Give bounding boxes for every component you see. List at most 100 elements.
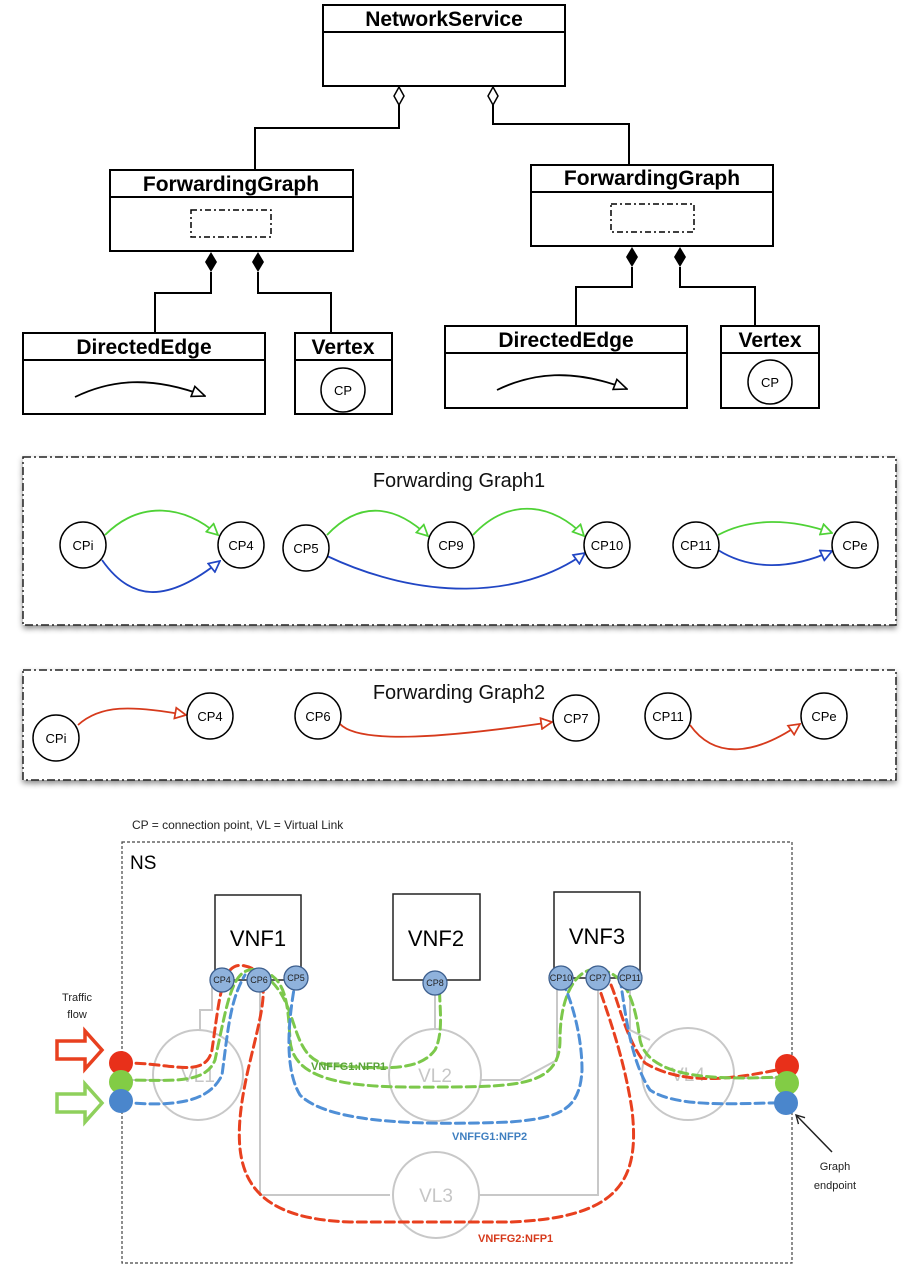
fg1-node-cp10 xyxy=(583,521,631,569)
composition-link-left-vertex xyxy=(252,252,332,333)
left-endpoint-blue xyxy=(109,1089,133,1113)
fg2-node-cp4 xyxy=(186,692,234,740)
fg1-node-cp5-label: CP5 xyxy=(293,541,318,556)
right-endpoint-red xyxy=(775,1054,799,1078)
vertex-class-right: Vertex CP xyxy=(720,325,820,409)
traffic-flow-arrow-green-icon xyxy=(55,1079,105,1127)
aggregation-link-left xyxy=(254,85,405,170)
cp10-node xyxy=(548,965,574,991)
fg2-node-cp4-label: CP4 xyxy=(197,709,222,724)
graph-endpoint-pointer-icon xyxy=(795,1113,833,1153)
directed-edge-title-right: DirectedEdge xyxy=(498,329,633,352)
ns-legend-caption: CP = connection point, VL = Virtual Link xyxy=(132,818,344,832)
cp5-node xyxy=(283,965,309,991)
composition-link-right-vertex xyxy=(674,247,756,326)
right-endpoint-blue xyxy=(774,1091,798,1115)
traffic-flow-arrow-red-icon xyxy=(55,1026,105,1074)
fg2-title: Forwarding Graph2 xyxy=(373,682,545,704)
fg1-node-cp10-label: CP10 xyxy=(591,538,624,553)
vertex-cp-label-right: CP xyxy=(761,375,779,390)
right-endpoint-green xyxy=(775,1071,799,1095)
fg1-node-cp5 xyxy=(282,524,330,572)
vnf1-label: VNF1 xyxy=(230,926,286,951)
cp8-node-label: CP8 xyxy=(426,978,444,988)
vl2-label: VL2 xyxy=(418,1066,452,1087)
vl3-label: VL3 xyxy=(419,1186,453,1207)
vl2-circle xyxy=(388,1028,482,1122)
vertex-cp-label-left: CP xyxy=(334,383,352,398)
cp8-node xyxy=(422,970,448,996)
fg1-node-cpi xyxy=(59,521,107,569)
left-endpoints xyxy=(109,1051,133,1113)
forwarding-graph-class-left: ForwardingGraph xyxy=(109,169,354,252)
vnf1-box xyxy=(214,894,302,981)
directed-edge-class-left: DirectedEdge xyxy=(22,332,266,415)
ns-diagram: CP = connection point, VL = Virtual Link… xyxy=(55,818,856,1264)
cp4-node-label: CP4 xyxy=(213,975,231,985)
vnf3-label: VNF3 xyxy=(569,924,625,949)
directed-edge-arrow-icon xyxy=(496,374,627,391)
forwarding-graph-2-panel: Forwarding Graph2 CPi CP4 CP6 CP7 CP11 C… xyxy=(22,669,897,781)
cp10-node-label: CP10 xyxy=(550,973,573,983)
aggregation-link-right xyxy=(487,85,630,165)
fg1-node-cp11-label: CP11 xyxy=(680,538,712,553)
ns-label: NS xyxy=(130,853,156,874)
nfp-paths xyxy=(120,963,789,1224)
graph-endpoint-label-2: endpoint xyxy=(814,1180,856,1192)
left-endpoint-red xyxy=(109,1051,133,1075)
fg1-node-cp9 xyxy=(427,521,475,569)
network-service-class: NetworkService xyxy=(322,4,566,87)
cp11-node-label: CP11 xyxy=(619,973,641,983)
vl4-label: VL4 xyxy=(671,1065,705,1086)
cp6-node-label: CP6 xyxy=(250,975,268,985)
fg2-node-cp6 xyxy=(294,692,342,740)
fg2-node-cpe-label: CPe xyxy=(811,709,836,724)
fg2-node-cp11-label: CP11 xyxy=(652,709,684,724)
forwarding-graph-title-left: ForwardingGraph xyxy=(143,173,319,196)
vnf3-box xyxy=(553,891,641,979)
fg1-node-cp4 xyxy=(217,521,265,569)
fg2-node-cp7-label: CP7 xyxy=(563,711,588,726)
composition-link-right-edge xyxy=(575,247,638,326)
vnf2-box xyxy=(392,893,481,981)
flow-label-red: VNFFG2:NFP1 xyxy=(478,1233,553,1245)
composition-link-left-edge xyxy=(154,252,217,333)
graph-endpoint-label-1: Graph xyxy=(820,1161,851,1173)
fg1-node-cpi-label: CPi xyxy=(73,538,94,553)
fg1-node-cp9-label: CP9 xyxy=(438,538,463,553)
traffic-flow-label-1: Traffic xyxy=(62,992,92,1004)
fg1-node-cpe xyxy=(831,521,879,569)
fg1-node-cp4-label: CP4 xyxy=(228,538,253,553)
fg2-node-cpe xyxy=(800,692,848,740)
cp-circle-icon xyxy=(747,359,793,405)
cp4-node xyxy=(209,967,235,993)
vl3-circle xyxy=(392,1151,480,1239)
vertex-title-left: Vertex xyxy=(311,336,374,359)
cp11-node xyxy=(617,965,643,991)
cp7-node-label: CP7 xyxy=(589,973,607,983)
fg1-node-cp11 xyxy=(672,521,720,569)
fg1-node-cpe-label: CPe xyxy=(842,538,867,553)
forwarding-graph-title-right: ForwardingGraph xyxy=(564,167,740,190)
flow-label-blue: VNFFG1:NFP2 xyxy=(452,1131,527,1143)
forwarding-graph-1-panel: Forwarding Graph1 CPi CP4 CP5 CP9 CP10 C… xyxy=(22,456,897,626)
network-service-title: NetworkService xyxy=(365,8,523,31)
cp6-node xyxy=(246,967,272,993)
directed-edge-arrow-icon xyxy=(74,381,205,398)
vertex-title-right: Vertex xyxy=(738,329,801,352)
vnf2-label: VNF2 xyxy=(408,926,464,951)
cp-nodes: CP4 CP6 CP5 CP8 CP10 CP7 CP11 xyxy=(209,965,643,996)
directed-edge-class-right: DirectedEdge xyxy=(444,325,688,409)
flow-label-green: VNFFG1:NFP1 xyxy=(311,1061,386,1073)
fg2-node-cp6-label: CP6 xyxy=(305,709,330,724)
directed-edge-title-left: DirectedEdge xyxy=(76,336,211,359)
fg2-node-cp11 xyxy=(644,692,692,740)
fg2-node-cp7 xyxy=(552,694,600,742)
vl1-circle xyxy=(152,1029,244,1121)
traffic-flow-label-2: flow xyxy=(67,1009,87,1021)
fg1-title: Forwarding Graph1 xyxy=(373,470,545,492)
vertex-class-left: Vertex CP xyxy=(294,332,393,415)
right-endpoints xyxy=(774,1054,799,1115)
uml-diagram: NetworkService ForwardingGraph Forwardin… xyxy=(22,4,820,415)
